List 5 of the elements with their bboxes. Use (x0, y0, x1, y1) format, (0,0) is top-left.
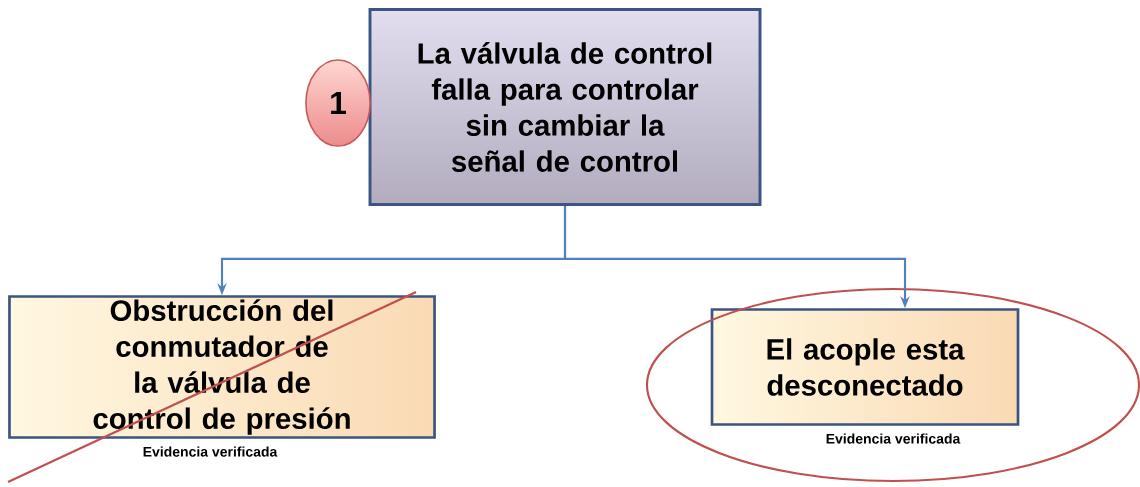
cause-box: El acople esta desconectado (710, 308, 1020, 426)
caption-text: Evidencia verificada (826, 433, 961, 444)
caption-text: Evidencia verificada (143, 446, 278, 457)
number-badge: 1 (305, 59, 371, 147)
problem-box: La válvula de control falla para controlar sin cambiar la señal de control (368, 8, 762, 206)
